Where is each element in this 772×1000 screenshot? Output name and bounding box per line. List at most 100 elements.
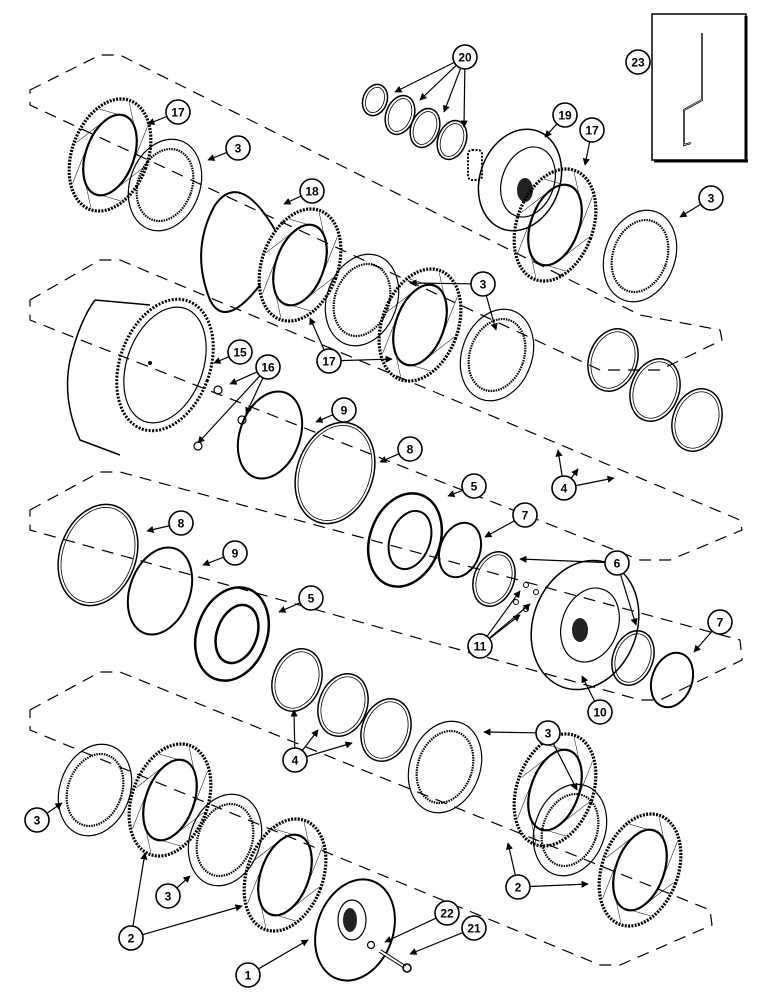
callout-4: 4 (282, 747, 308, 773)
leader-arrow (315, 414, 334, 423)
callout-label: 4 (561, 482, 568, 496)
callout-15: 15 (227, 339, 253, 365)
callout-4: 4 (551, 475, 577, 501)
steel-plate-part-3 (187, 793, 263, 887)
callout-label: 22 (440, 907, 454, 921)
leader-arrow (519, 555, 606, 564)
friction-disc-part (597, 812, 683, 928)
ring-part (236, 390, 304, 480)
ring-part (271, 648, 323, 712)
leader-arrow (489, 614, 521, 640)
steel-plate-part-3 (459, 308, 535, 402)
callout-label: 3 (235, 142, 242, 156)
leader-arrow (147, 115, 168, 125)
callout-6: 6 (604, 550, 630, 576)
leader-arrow (488, 603, 531, 639)
leader-arrow (460, 68, 468, 128)
callout-16: 16 (255, 354, 281, 380)
leader-arrow (442, 67, 462, 113)
callout-label: 2 (128, 932, 135, 946)
leader-arrow (283, 195, 302, 205)
ring-part (437, 521, 483, 579)
ring-part (436, 119, 468, 161)
callout-11: 11 (467, 633, 493, 659)
callout-label: 2 (515, 881, 522, 895)
leader-arrow (693, 630, 713, 653)
callout-label: 7 (522, 509, 529, 523)
leader-arrow (419, 64, 457, 101)
leader-arrow (213, 356, 230, 364)
callout-label: 8 (407, 443, 414, 457)
piston-part-5-lower (193, 586, 271, 682)
washer-part-22 (366, 940, 376, 950)
friction-disc-part (512, 732, 598, 848)
leader-arrow (582, 141, 591, 166)
callout-8: 8 (168, 510, 194, 536)
leader-arrow (278, 602, 301, 613)
friction-disc-part (377, 267, 463, 383)
callout-label: 1 (245, 969, 252, 983)
callout-label: 16 (261, 361, 275, 375)
callout-5: 5 (298, 585, 324, 611)
callout-label: 3 (545, 727, 552, 741)
callout-label: 9 (232, 547, 239, 561)
leader-arrow (447, 489, 464, 498)
callout-label: 20 (458, 51, 472, 65)
leader-arrow (176, 875, 191, 889)
callout-17: 17 (165, 99, 191, 125)
callout-21: 21 (461, 915, 487, 941)
leader-arrow (570, 468, 579, 479)
leader-arrow (301, 729, 319, 751)
clutch-drum-part-15 (66, 297, 215, 456)
group-third-outline (29, 471, 743, 701)
callout-label: 9 (341, 404, 348, 418)
leader-arrow (142, 904, 243, 936)
snap-ring-part-18 (200, 191, 276, 313)
leader-arrow (552, 743, 578, 791)
ring-part (587, 328, 639, 392)
leader-arrow (379, 453, 400, 463)
callout-18: 18 (299, 178, 325, 204)
callout-17: 17 (316, 348, 342, 374)
leader-arrow (486, 590, 521, 637)
leader-arrow (207, 151, 228, 161)
friction-disc-part (242, 817, 328, 933)
steel-plate-part-3 (602, 209, 678, 303)
leader-arrow (485, 295, 498, 331)
callout-label: 17 (322, 355, 336, 369)
callout-3: 3 (470, 271, 496, 297)
leader-arrow (146, 525, 170, 534)
bolt-part-21 (378, 949, 412, 973)
callout-label: 8 (178, 517, 185, 531)
callout-label: 4 (292, 754, 299, 768)
group-outlines (29, 54, 743, 966)
friction-disc-part (512, 167, 598, 283)
callout-label: 17 (585, 124, 599, 138)
callout-label: 15 (233, 346, 247, 360)
leader-arrow (290, 709, 298, 749)
ring-part (360, 698, 412, 762)
callout-label: 21 (467, 922, 481, 936)
ring-part (361, 83, 389, 117)
ring-part (611, 630, 655, 686)
leader-arrow (46, 802, 63, 814)
leader-arrow (197, 375, 261, 444)
callout-label: 7 (717, 616, 724, 630)
callout-7: 7 (512, 502, 538, 528)
ring-part (409, 107, 441, 149)
callout-20: 20 (452, 44, 478, 70)
leader-arrow (505, 842, 516, 876)
leader-arrow (229, 371, 258, 385)
leader-arrow (306, 741, 353, 758)
leader-arrow (409, 279, 472, 287)
ring-part (472, 551, 516, 607)
hub-part-1 (314, 878, 396, 982)
leader-arrow (384, 917, 437, 943)
callout-label: 3 (708, 192, 715, 206)
callout-label: 10 (593, 706, 607, 720)
callout-label: 23 (631, 56, 645, 70)
callout-2: 2 (118, 925, 144, 951)
group-bottom-outline (29, 671, 713, 966)
callout-label: 19 (558, 109, 572, 123)
